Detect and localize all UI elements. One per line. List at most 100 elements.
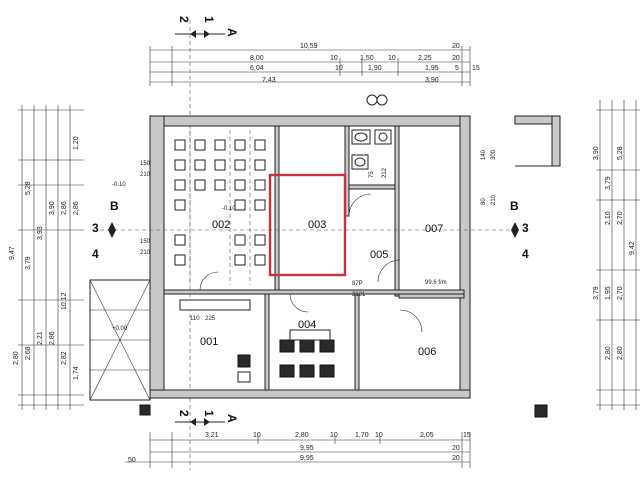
window-150-a: 150 xyxy=(140,161,151,167)
top-dimension-lines xyxy=(149,46,471,86)
section-label-bottom-1: 1 xyxy=(202,410,216,417)
section-mark-b xyxy=(100,222,520,238)
bottom-dim-1c: 2,80 xyxy=(295,432,309,439)
left-dim-10: 2,86 xyxy=(49,331,56,345)
window-150-b: 150 xyxy=(140,239,151,245)
right-dim-2: 3,79 xyxy=(605,176,612,190)
top-dim-3c: 1,90 xyxy=(368,65,382,72)
left-dim-9: 2,21 xyxy=(37,331,44,345)
window-210-a: 210 xyxy=(140,172,151,178)
bottom-dim-3c: 20 xyxy=(452,455,460,462)
right-dim-10: 2,80 xyxy=(617,346,624,360)
right-dim-5: 2,70 xyxy=(617,211,624,225)
top-dim-3a: 6,04 xyxy=(250,65,264,72)
right-dim-4: 2,10 xyxy=(605,211,612,225)
top-dim-3d: 1,95 xyxy=(425,65,439,72)
section-mark-bottom xyxy=(175,418,225,426)
bottom-dim-3b: 9,95 xyxy=(300,455,314,462)
room-label-007: 007 xyxy=(425,223,443,235)
bottom-dim-1e: 1,70 xyxy=(355,432,369,439)
room-label-003: 003 xyxy=(308,219,326,231)
restroom-fixtures xyxy=(351,94,392,170)
bottom-dim-1f: 10 xyxy=(375,432,383,439)
right-dim-6: 1,95 xyxy=(605,286,612,300)
room-label-001: 001 xyxy=(200,336,218,348)
bottom-dim-2b: 20 xyxy=(452,445,460,452)
section-label-right-b: B xyxy=(510,199,519,213)
entrance-stairs xyxy=(89,279,151,416)
right-dim-3: 3,90 xyxy=(593,146,600,160)
right-dim-0: 9,42 xyxy=(629,241,636,255)
right-dimension-lines xyxy=(596,100,640,410)
section-label-left-b: B xyxy=(110,199,119,213)
room-003-highlight xyxy=(268,173,347,277)
bottom-dim-1b: 10 xyxy=(253,432,261,439)
top-dim-3b: 10 xyxy=(335,65,343,72)
area-007: 99.6 f/m xyxy=(425,280,447,286)
section-label-top-a: A xyxy=(225,28,239,37)
top-dim-3e: 5 xyxy=(455,65,459,72)
bottom-dim-1g: 2,05 xyxy=(420,432,434,439)
left-dim-4: 3,90 xyxy=(49,201,56,215)
bottom-dim-2a: 9,95 xyxy=(300,445,314,452)
section-label-right-3: 3 xyxy=(522,221,529,235)
section-label-bottom-a: A xyxy=(225,414,239,423)
window-210-b: 210 xyxy=(140,250,151,256)
level-entrance: +0.00 xyxy=(112,326,128,332)
left-dimension-lines xyxy=(18,105,84,410)
column-marker xyxy=(534,404,548,418)
door-110: 110 xyxy=(190,316,200,322)
bottom-dim-1d: 10 xyxy=(330,432,338,439)
door-225: 225 xyxy=(205,316,216,322)
left-dim-14: 2,80 xyxy=(13,351,20,365)
label-140: 140 xyxy=(481,149,487,160)
label-87p: 87P xyxy=(352,281,363,287)
label-210: 210 xyxy=(491,194,497,205)
left-dim-6: 2,86 xyxy=(73,201,80,215)
room-label-005: 005 xyxy=(370,249,388,261)
section-label-left-3: 3 xyxy=(92,221,99,235)
top-dim-4a: 7,43 xyxy=(262,77,276,84)
top-dim-4b: 3,90 xyxy=(425,77,439,84)
top-dim-2e: 2,25 xyxy=(418,55,432,62)
top-dim-2d: 10 xyxy=(388,55,396,62)
right-dim-8: 3,79 xyxy=(593,286,600,300)
room-label-002: 002 xyxy=(212,219,230,231)
bottom-dimension-lines xyxy=(125,432,471,468)
top-dim-2b: 10 xyxy=(330,55,338,62)
left-dim-8: 10,12 xyxy=(61,292,68,310)
left-dim-11: 2,68 xyxy=(25,346,32,360)
left-dim-7: 1,20 xyxy=(73,136,80,150)
section-label-top-1: 1 xyxy=(202,16,216,23)
section-label-right-4: 4 xyxy=(522,247,529,261)
top-dim-3f: 15 xyxy=(472,65,480,72)
left-dim-1: 5,28 xyxy=(25,181,32,195)
right-dim-1: 5,28 xyxy=(617,146,624,160)
interior-walls xyxy=(163,125,465,391)
section-label-left-4: 4 xyxy=(92,247,99,261)
level-002: -0.10 xyxy=(222,206,236,212)
top-dim-1a: 10,59 xyxy=(300,43,318,50)
section-label-bottom-2: 2 xyxy=(177,410,191,417)
label-80: 80 xyxy=(481,198,487,205)
left-dim-0: 9,47 xyxy=(9,246,16,260)
top-dim-2f: 20 xyxy=(452,55,460,62)
label-300: 300 xyxy=(491,149,497,160)
label-75: 75 xyxy=(369,171,375,178)
section-label-top-2: 2 xyxy=(177,16,191,23)
level-left: -0.10 xyxy=(112,182,126,188)
top-dim-2a: 8,00 xyxy=(250,55,264,62)
bottom-dim-1a: 3,21 xyxy=(205,432,219,439)
left-dim-13: 1,74 xyxy=(73,366,80,380)
left-dim-12: 2,82 xyxy=(61,351,68,365)
bottom-dim-1h: 15 xyxy=(463,432,471,439)
top-dim-1b: 20 xyxy=(452,43,460,50)
bottom-dim-3a: 50 xyxy=(128,457,136,464)
right-dim-7: 2,70 xyxy=(617,286,624,300)
room-001-furniture xyxy=(179,299,251,383)
right-dim-9: 2,80 xyxy=(605,346,612,360)
door-swings xyxy=(199,193,423,333)
classroom-seating xyxy=(174,130,266,285)
